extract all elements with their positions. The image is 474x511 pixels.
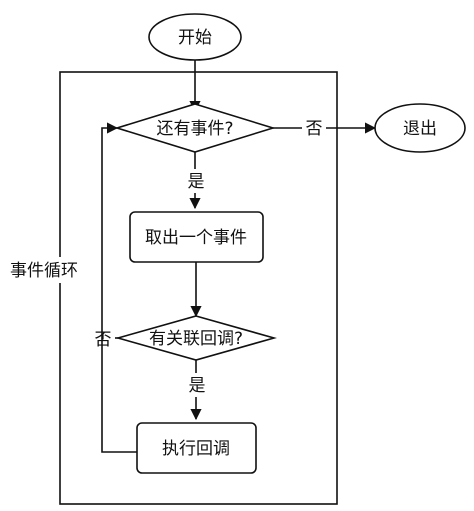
loop-label: 事件循环 — [10, 261, 78, 281]
edge-label-background — [184, 169, 208, 193]
has-events-no-label: 否 — [306, 119, 323, 139]
has-callback-yes-label: 是 — [189, 376, 206, 396]
start-label: 开始 — [178, 28, 212, 48]
edge-label-background — [185, 373, 209, 397]
run-callback-process — [136, 422, 257, 474]
exit-node — [374, 103, 466, 153]
loop-label-background — [8, 257, 72, 283]
exit-label: 退出 — [403, 119, 437, 139]
run-callback-label: 执行回调 — [162, 439, 230, 459]
event-loop-frame — [59, 71, 338, 505]
edge-label-background — [91, 327, 115, 351]
has-callback-no-label: 否 — [95, 330, 112, 350]
edge-label-background — [302, 116, 326, 140]
edge-loop-back-to-has-events — [101, 122, 137, 453]
has-events-yes-label: 是 — [188, 172, 205, 192]
has-events-label: 还有事件? — [156, 119, 233, 139]
has-callback-label: 有关联回调? — [149, 329, 243, 349]
take-event-label: 取出一个事件 — [145, 228, 247, 248]
